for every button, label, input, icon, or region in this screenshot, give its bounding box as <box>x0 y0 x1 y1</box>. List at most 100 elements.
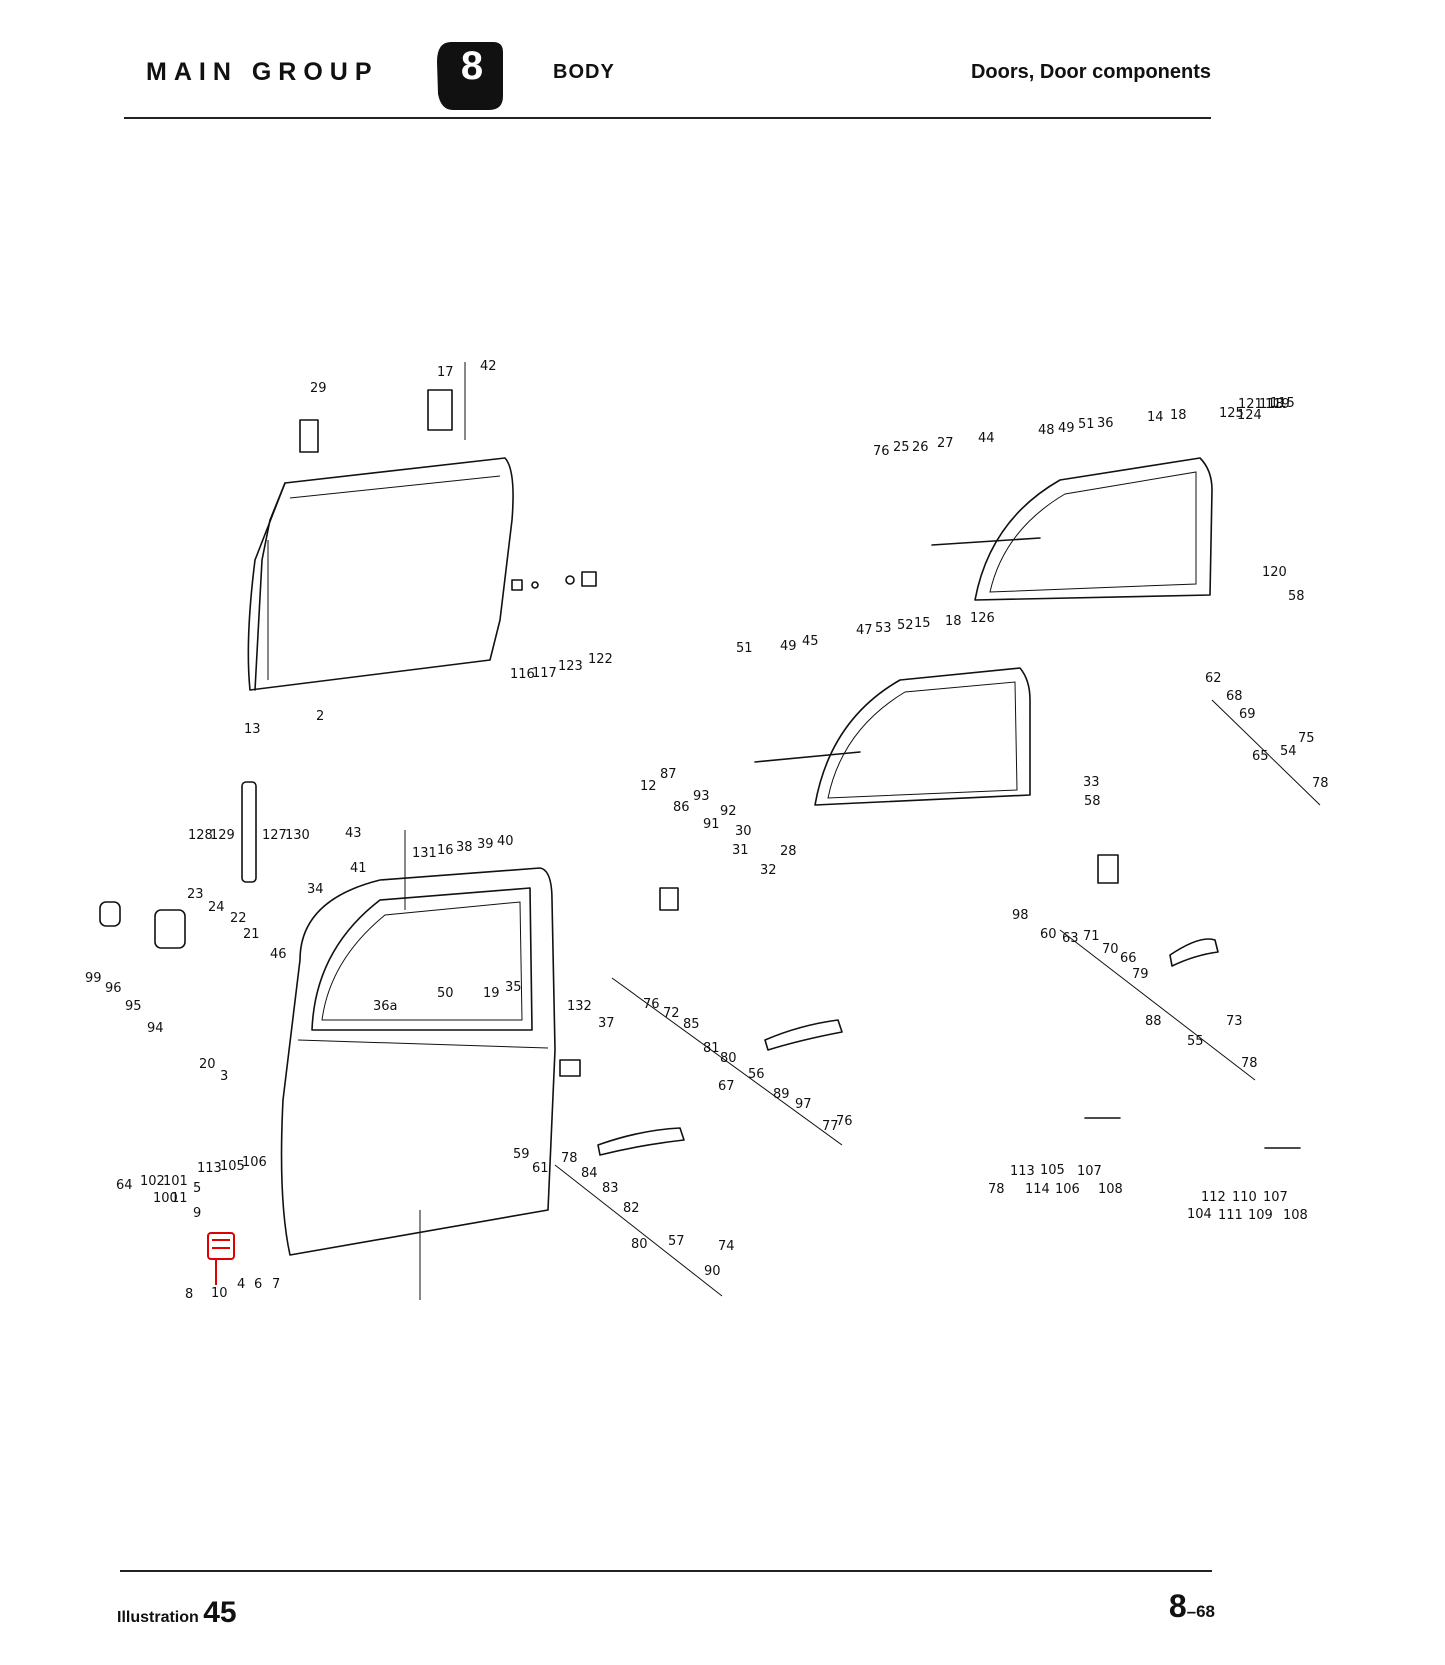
part-label-34: 34 <box>307 882 324 897</box>
part-label-50: 50 <box>437 986 454 1001</box>
part-label-110: 110 <box>1232 1190 1257 1205</box>
part-label-59: 59 <box>513 1147 530 1162</box>
part-label-26: 26 <box>912 440 929 455</box>
part-label-90: 90 <box>704 1264 721 1279</box>
part-label-47: 47 <box>856 623 873 638</box>
part-label-102: 102 <box>140 1174 165 1189</box>
group-number: 8 <box>460 44 484 88</box>
part-label-42: 42 <box>480 359 497 374</box>
part-label-43: 43 <box>345 826 362 841</box>
group-number-badge: 8 <box>437 38 507 114</box>
part-label-119: 119 <box>1265 397 1290 412</box>
part-label-100: 100 <box>153 1191 178 1206</box>
part-label-36: 36 <box>1097 416 1114 431</box>
part-label-4: 4 <box>237 1277 245 1292</box>
part-label-21: 21 <box>243 927 260 942</box>
part-label-121: 121 <box>1238 397 1263 412</box>
part-label-129: 129 <box>210 828 235 843</box>
part-label-40: 40 <box>497 834 514 849</box>
part-label-64: 64 <box>116 1178 133 1193</box>
part-label-106: 106 <box>242 1155 267 1170</box>
part-label-79: 79 <box>1132 967 1149 982</box>
part-label-58: 58 <box>1084 794 1101 809</box>
part-label-27: 27 <box>937 436 954 451</box>
part-label-98: 98 <box>1012 908 1029 923</box>
part-label-55: 55 <box>1187 1034 1204 1049</box>
part-label-93: 93 <box>693 789 710 804</box>
part-label-38: 38 <box>456 840 473 855</box>
part-label-11: 11 <box>171 1191 188 1206</box>
part-label-24: 24 <box>208 900 225 915</box>
part-label-49: 49 <box>780 639 797 654</box>
door-shell-drawing <box>247 362 514 691</box>
part-label-9: 9 <box>193 1206 201 1221</box>
part-label-87: 87 <box>660 767 677 782</box>
part-label-78: 78 <box>1241 1056 1258 1071</box>
illustration-caption: Illustration 45 <box>117 1596 237 1630</box>
part-label-16: 16 <box>437 843 454 858</box>
part-label-33: 33 <box>1083 775 1100 790</box>
part-label-20: 20 <box>199 1057 216 1072</box>
part-label-10: 10 <box>211 1286 228 1301</box>
page-major: 8 <box>1168 1588 1187 1624</box>
part-label-108: 108 <box>1283 1208 1308 1223</box>
part-label-105: 105 <box>1040 1163 1065 1178</box>
part-label-18: 18 <box>1170 408 1187 423</box>
part-label-8: 8 <box>185 1287 193 1302</box>
highlighted-part-4 <box>207 1232 235 1285</box>
small-parts-top <box>511 571 597 591</box>
section-label: BODY <box>553 61 615 83</box>
part-label-75: 75 <box>1298 731 1315 746</box>
part-label-78: 78 <box>561 1151 578 1166</box>
part-label-28: 28 <box>780 844 797 859</box>
part-label-123: 123 <box>558 659 583 674</box>
part-label-70: 70 <box>1102 942 1119 957</box>
part-label-83: 83 <box>602 1181 619 1196</box>
part-label-114: 114 <box>1025 1182 1050 1197</box>
part-label-115: 115 <box>1270 396 1295 411</box>
footer-rule <box>120 1570 1212 1572</box>
part-label-46: 46 <box>270 947 287 962</box>
part-label-86: 86 <box>673 800 690 815</box>
page-separator: – <box>1186 1602 1197 1621</box>
window-frame-top-right <box>931 457 1213 601</box>
part-label-99: 99 <box>85 971 102 986</box>
part-label-92: 92 <box>720 804 737 819</box>
part-label-31: 31 <box>732 843 749 858</box>
part-label-88: 88 <box>1145 1014 1162 1029</box>
part-label-106: 106 <box>1055 1182 1080 1197</box>
part-label-67: 67 <box>718 1079 735 1094</box>
part-label-17: 17 <box>437 365 454 380</box>
part-label-118: 118 <box>1259 397 1284 412</box>
part-label-2: 2 <box>316 709 324 724</box>
part-label-85: 85 <box>683 1017 700 1032</box>
part-label-52: 52 <box>897 618 914 633</box>
part-label-51: 51 <box>1078 417 1095 432</box>
part-label-5: 5 <box>193 1181 201 1196</box>
part-label-3: 3 <box>220 1069 228 1084</box>
part-label-89: 89 <box>773 1087 790 1102</box>
part-label-116: 116 <box>510 667 535 682</box>
part-label-112: 112 <box>1201 1190 1226 1205</box>
part-label-108: 108 <box>1098 1182 1123 1197</box>
grouping-lines <box>554 699 1321 1297</box>
part-label-15: 15 <box>914 616 931 631</box>
handle-assemblies <box>99 781 1301 1156</box>
part-label-58: 58 <box>1288 589 1305 604</box>
page-minor: 68 <box>1196 1602 1215 1621</box>
part-label-128: 128 <box>188 828 213 843</box>
group-badge-shape <box>437 42 503 110</box>
part-label-113: 113 <box>1010 1164 1035 1179</box>
main-group-label: MAIN GROUP <box>146 58 379 86</box>
window-frame-middle <box>754 667 1031 806</box>
part-label-105: 105 <box>220 1159 245 1174</box>
part-label-45: 45 <box>802 634 819 649</box>
part-label-39: 39 <box>477 837 494 852</box>
part-label-32: 32 <box>760 863 777 878</box>
part-label-36a: 36a <box>373 999 398 1014</box>
part-label-101: 101 <box>163 1174 188 1189</box>
part-label-63: 63 <box>1062 931 1079 946</box>
part-label-125: 125 <box>1219 406 1244 421</box>
